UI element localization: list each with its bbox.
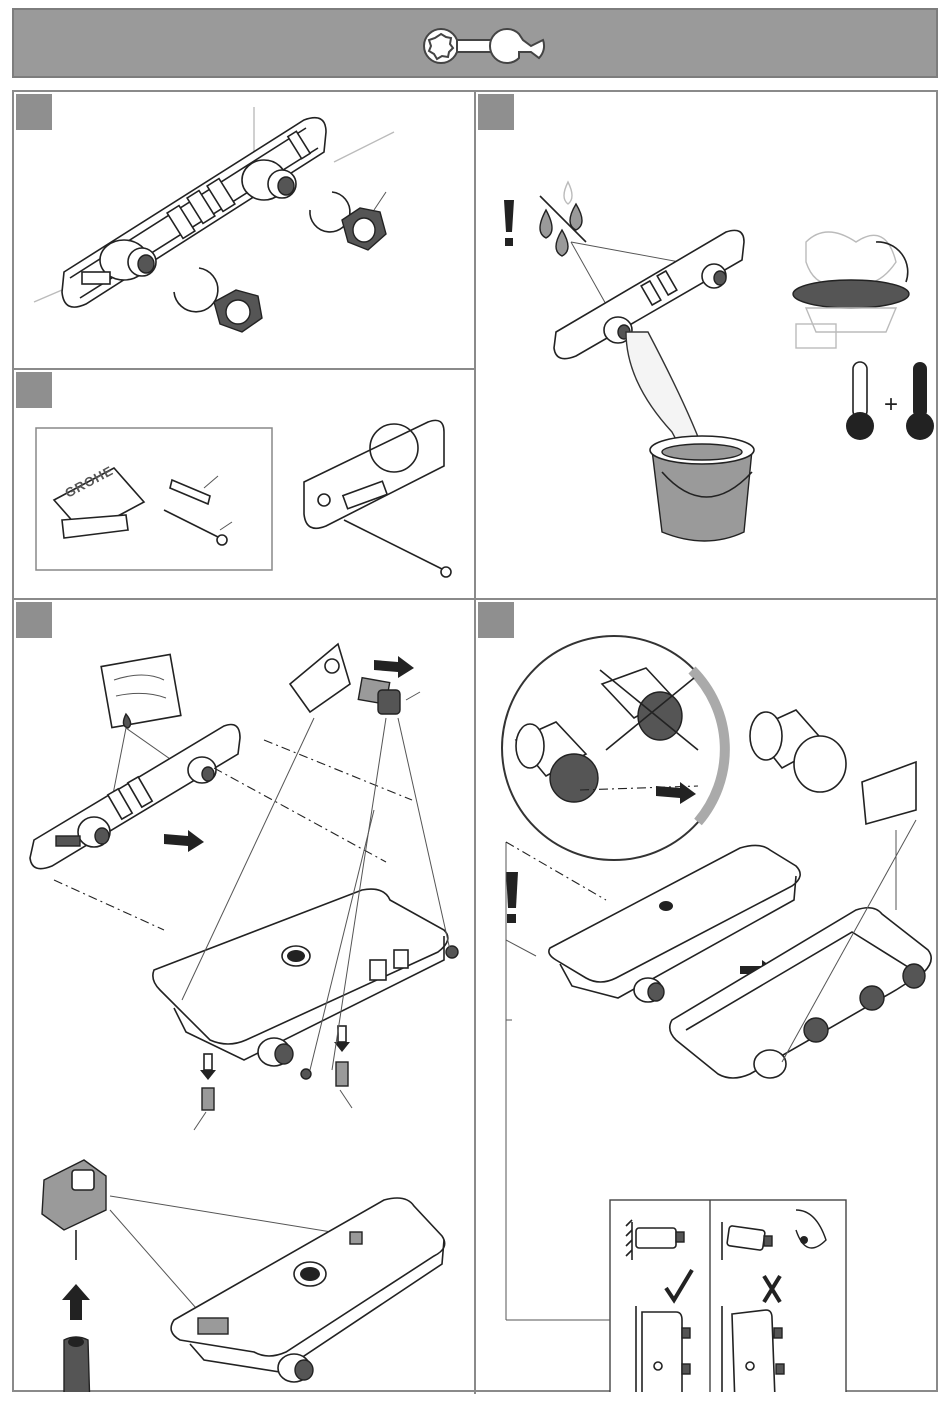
flushing-drawing: + — [476, 92, 936, 598]
wrench-icon — [419, 26, 559, 66]
thermostat-body — [153, 889, 448, 1066]
plus-sign: + — [884, 391, 898, 418]
exclamation-icon — [506, 872, 518, 923]
hex-nut-right — [342, 208, 386, 250]
cold-thermometer-icon — [846, 362, 874, 440]
thermostat-body-detail — [171, 1198, 445, 1382]
exclamation-icon — [504, 200, 514, 246]
water-drops-icon — [540, 182, 586, 256]
grease-sachet — [101, 654, 181, 728]
hot-thermometer-icon — [906, 362, 934, 440]
decorative-cover — [670, 908, 931, 1078]
panel-step-4 — [14, 600, 476, 1394]
panel-step-2: GROHE — [14, 370, 476, 600]
cover-mounting-drawing — [476, 600, 936, 1392]
fixing-kit-drawing: GROHE — [14, 370, 474, 598]
body-assembly-drawing — [14, 600, 474, 1392]
spacer-sleeve — [358, 678, 400, 714]
bracket-with-screw — [304, 420, 451, 577]
header-bar — [12, 8, 938, 78]
instruction-sheet: GROHE — [12, 90, 938, 1392]
panel-step-5 — [476, 600, 938, 1394]
down-arrow-left — [194, 1054, 216, 1130]
cartridge-outside — [750, 710, 846, 792]
bucket — [650, 436, 754, 541]
panel-step-3: + — [476, 92, 938, 600]
mounting-plate-nuts-drawing — [14, 92, 474, 368]
shut-off-valve — [793, 232, 909, 348]
orientation-inset — [506, 1020, 846, 1392]
hex-nut-left — [214, 290, 262, 332]
setting-tool — [42, 1160, 106, 1392]
panel-step-1 — [14, 92, 476, 370]
